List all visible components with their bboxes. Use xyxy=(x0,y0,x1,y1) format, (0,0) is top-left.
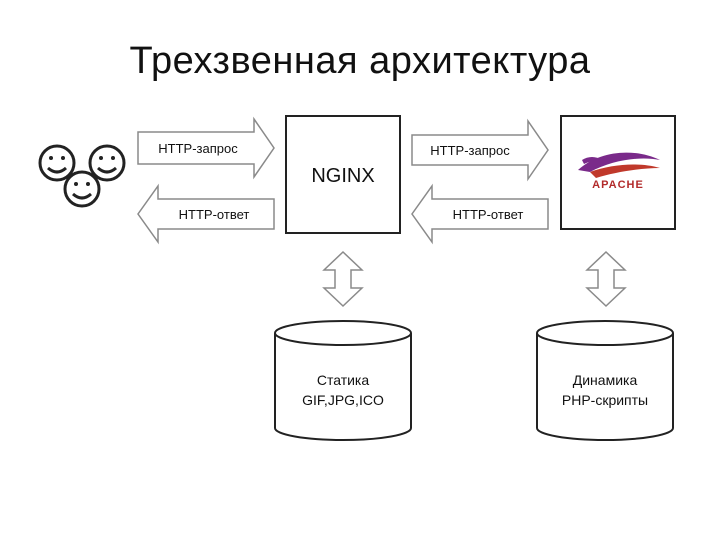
apache-logo-text: APACHE xyxy=(592,179,644,191)
backend-request-label: HTTP-запрос xyxy=(430,143,510,158)
client-request-arrow: HTTP-запрос xyxy=(137,116,275,180)
apache-dynamic-double-arrow xyxy=(585,250,627,308)
smiley-icon xyxy=(63,170,101,208)
users-icon xyxy=(38,144,126,208)
nginx-label: NGINX xyxy=(311,165,374,187)
backend-request-arrow: HTTP-запрос xyxy=(411,118,549,182)
backend-response-arrow: HTTP-ответ xyxy=(411,183,549,245)
apache-feather-icon xyxy=(578,152,660,178)
static-storage-title: Статика xyxy=(317,372,370,388)
client-response-arrow: HTTP-ответ xyxy=(137,183,275,245)
backend-response-label: HTTP-ответ xyxy=(453,207,524,222)
static-storage-cylinder: Статика GIF,JPG,ICO xyxy=(274,320,412,441)
dynamic-storage-cylinder: Динамика PHP-скрипты xyxy=(536,320,674,441)
smiley-icon xyxy=(38,144,76,182)
nginx-static-double-arrow xyxy=(322,250,364,308)
client-response-label: HTTP-ответ xyxy=(179,207,250,222)
nginx-server-box: NGINX xyxy=(285,115,401,234)
static-storage-types: GIF,JPG,ICO xyxy=(302,392,384,408)
slide-title: Трехзвенная архитектура xyxy=(129,40,591,82)
apache-server-box: APACHE xyxy=(560,115,676,230)
dynamic-storage-title: Динамика xyxy=(573,372,638,388)
client-request-label: HTTP-запрос xyxy=(158,141,238,156)
smiley-icon xyxy=(88,144,126,182)
dynamic-storage-types: PHP-скрипты xyxy=(562,392,648,408)
